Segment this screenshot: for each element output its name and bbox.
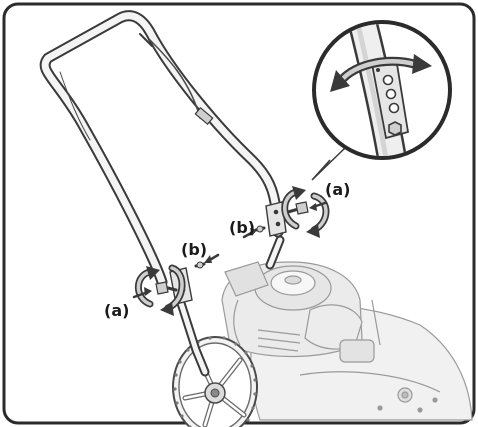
- label-a-right: (a): [325, 180, 350, 199]
- bolt-b-right: [254, 225, 266, 233]
- right-rotation-arrows: [281, 186, 330, 238]
- left-rotation-arrows: [134, 264, 186, 316]
- rear-wheel: [172, 336, 258, 427]
- label-b-left: (b): [181, 240, 207, 259]
- handle-bar: [39, 10, 285, 377]
- detail-zoom-callout: [311, 20, 452, 181]
- label-a-left: (a): [104, 301, 129, 320]
- label-b-right: (b): [229, 218, 255, 237]
- pointer-arrows: [132, 201, 327, 299]
- right-handle-bracket: [265, 201, 309, 237]
- mower-engine-body: [221, 261, 473, 421]
- bolt-b-left: [194, 261, 206, 269]
